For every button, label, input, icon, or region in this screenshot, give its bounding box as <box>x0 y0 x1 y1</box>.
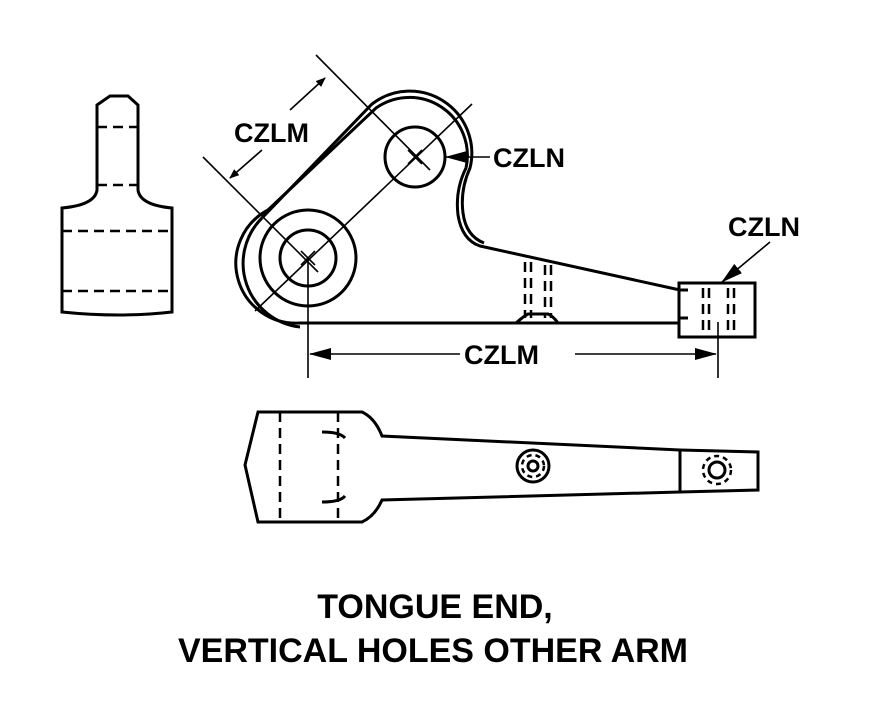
caption-line-2: VERTICAL HOLES OTHER ARM <box>178 632 688 670</box>
side-view <box>60 94 174 317</box>
elevation-view <box>243 410 760 524</box>
hole-label-boss: CZLN <box>728 212 800 242</box>
hole-label-small: CZLN <box>493 143 565 173</box>
plan-view <box>202 54 771 378</box>
dim-label-diagonal: CZLM <box>234 118 309 148</box>
dim-label-horizontal: CZLM <box>464 340 539 370</box>
caption-line-1: TONGUE END, <box>317 588 553 626</box>
